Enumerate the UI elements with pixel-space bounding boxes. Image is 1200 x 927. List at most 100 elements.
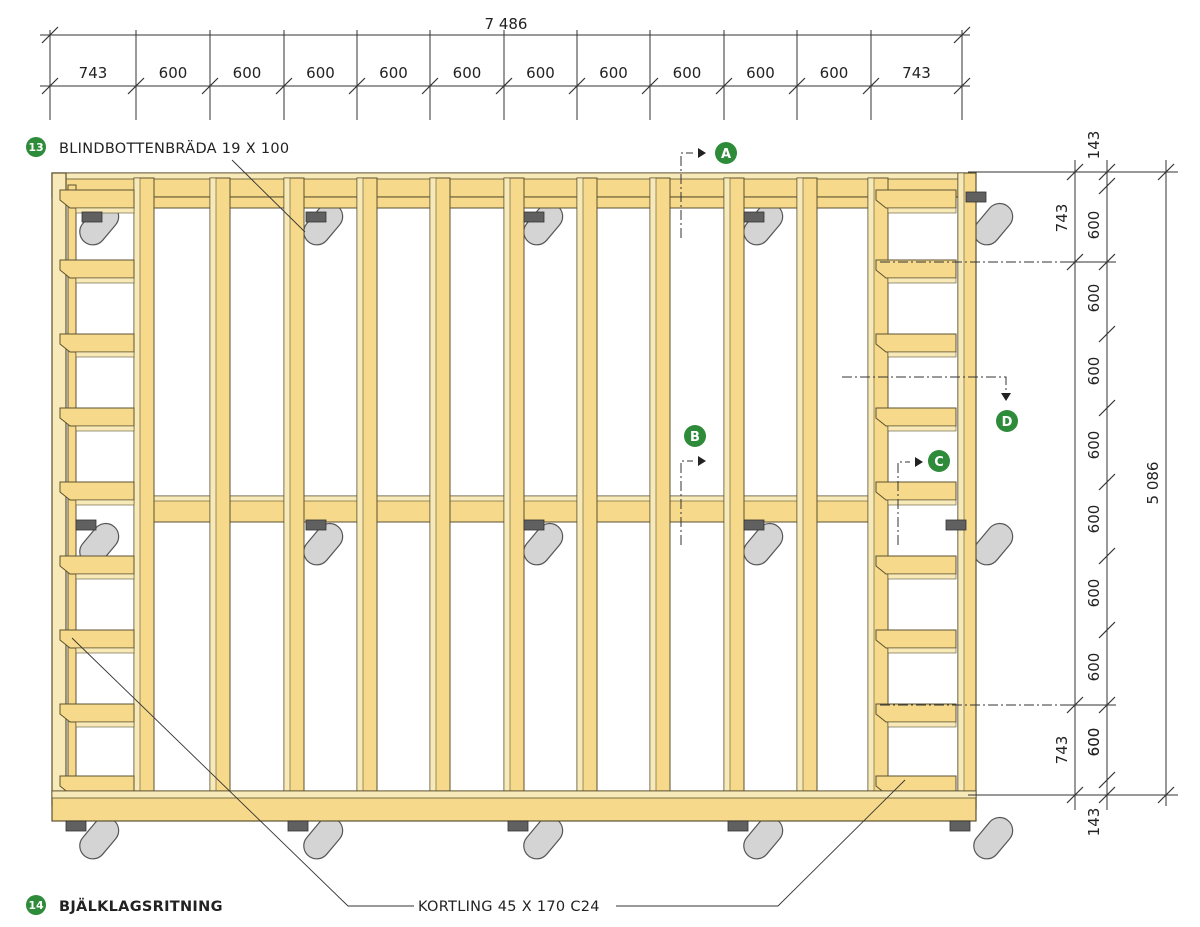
section-lines: [680, 152, 1070, 706]
drawing-title: BJÄLKLAGSRITNING: [59, 898, 223, 915]
section-b-badge: B: [684, 425, 706, 447]
kortling-right-lip: [887, 647, 957, 654]
pier-body: [973, 816, 1014, 860]
floor-joists: [209, 177, 818, 797]
kortling-right-lip: [887, 207, 957, 214]
kortling-right: [875, 259, 957, 279]
svg-text:D: D: [1002, 415, 1013, 430]
right-inner-label: 600: [1085, 653, 1103, 682]
floor-joist-face: [576, 177, 584, 797]
kortling-left-lip: [75, 647, 135, 654]
pier-bracket: [287, 820, 309, 832]
section-b-arrow: [698, 456, 706, 466]
top-segment-label: 600: [820, 64, 849, 82]
right-inner-tick: [1098, 547, 1116, 565]
floor-joist-face: [503, 177, 511, 797]
pier-bracket: [75, 519, 97, 531]
kortling-right-lip: [887, 721, 957, 728]
top-segment-label: 743: [79, 64, 108, 82]
pier-brackets: [65, 191, 987, 832]
right-outer-tick: [1066, 786, 1084, 804]
pier-bracket: [81, 211, 103, 223]
dim-tick: [788, 77, 806, 95]
right-inner-label: 600: [1085, 505, 1103, 534]
kortling-left: [59, 481, 135, 501]
overall-height-tick: [1157, 786, 1175, 804]
top-segment-label: 600: [453, 64, 482, 82]
kortling-right: [875, 333, 957, 353]
item13-callout: 13 BLINDBOTTENBRÄDA 19 X 100: [26, 137, 289, 157]
pier-bracket: [523, 211, 545, 223]
pier-bracket: [945, 519, 967, 531]
floor-joist-face: [356, 177, 364, 797]
dim-tick: [715, 77, 733, 95]
kortling-left: [59, 555, 135, 575]
kortling-left: [59, 259, 135, 279]
item14-number: 14: [28, 899, 44, 912]
top-segment-label: 600: [159, 64, 188, 82]
pier-body: [303, 522, 344, 566]
section-d-badge: D: [996, 410, 1018, 432]
right-outer-tick: [1066, 163, 1084, 181]
right-inner-tick: [1098, 771, 1116, 789]
pier-footing: [973, 202, 1014, 246]
dim-tick: [953, 77, 971, 95]
overall-height-label: 5 086: [1144, 462, 1162, 505]
pier-bracket: [965, 191, 987, 203]
dim-tick: [568, 77, 586, 95]
right-outer-tick: [1066, 696, 1084, 714]
pier-footing: [973, 816, 1014, 860]
svg-text:A: A: [721, 147, 731, 162]
pier-body: [523, 522, 564, 566]
pier-body: [743, 522, 784, 566]
kortling-left-lip: [75, 277, 135, 284]
kortling-right-lip: [887, 351, 957, 358]
right-outer-tick: [1066, 253, 1084, 271]
pier-bracket: [949, 820, 971, 832]
top-segment-label: 600: [673, 64, 702, 82]
pier-bracket: [305, 211, 327, 223]
floor-joist-face: [283, 177, 291, 797]
dim-tick: [862, 77, 880, 95]
right-inner-tick: [1098, 473, 1116, 491]
pier-bracket: [727, 820, 749, 832]
right-inner-label: 600: [1085, 431, 1103, 460]
kortling-left-lip: [75, 721, 135, 728]
kortling-left: [59, 189, 135, 209]
right-inner-label: 600: [1085, 579, 1103, 608]
section-b-line: [680, 460, 693, 545]
overall-width-label: 7 486: [485, 15, 528, 33]
right-inner-label: 600: [1085, 728, 1103, 757]
kortling-right: [875, 407, 957, 427]
right-outer-top-label: 743: [1053, 204, 1071, 233]
section-arrows: [698, 148, 1011, 467]
pier-bracket: [523, 519, 545, 531]
right-outer-bottom-label: 743: [1053, 736, 1071, 765]
top-dimension-lines: [40, 34, 970, 87]
right-inner-tick: [1098, 325, 1116, 343]
kortling-left: [59, 333, 135, 353]
front-rim-top-face: [51, 790, 977, 799]
kortling-left: [59, 407, 135, 427]
joist-frame: [51, 172, 977, 822]
section-c-badge: C: [928, 450, 950, 472]
right-inner-tick: [1098, 253, 1116, 271]
overall-dim-tick: [41, 26, 59, 44]
pier-bracket: [65, 820, 87, 832]
overall-dim-tick: [953, 26, 971, 44]
floor-joist-face: [209, 177, 217, 797]
top-segment-label: 743: [902, 64, 931, 82]
item13-badge: [26, 137, 46, 157]
top-segment-label: 600: [306, 64, 335, 82]
right-inner-tick: [1098, 696, 1116, 714]
kortling-left-lip: [75, 573, 135, 580]
dim-tick: [275, 77, 293, 95]
top-segment-label: 600: [746, 64, 775, 82]
section-a-arrow: [698, 148, 706, 158]
svg-text:C: C: [934, 455, 944, 470]
section-d-line: [842, 376, 1007, 392]
section-d-arrow: [1001, 393, 1011, 401]
floor-joist-face: [796, 177, 804, 797]
